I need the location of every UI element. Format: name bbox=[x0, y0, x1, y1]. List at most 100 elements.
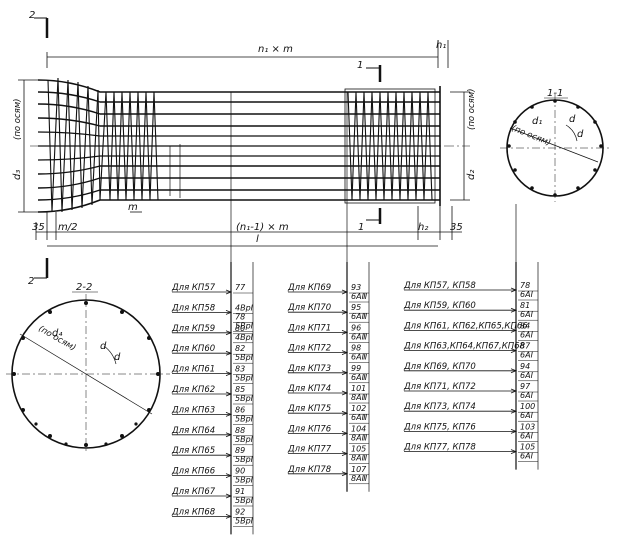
column3-label: Для КП77, КП78 bbox=[403, 443, 476, 453]
column1-value: 90 bbox=[235, 467, 245, 476]
column3-label: Для КП75, КП76 bbox=[403, 422, 476, 432]
column1-value: 88 bbox=[235, 426, 245, 435]
column1-value: 5ВрI bbox=[235, 374, 254, 383]
column2-arrow bbox=[341, 471, 349, 477]
spiral-left bbox=[47, 77, 159, 213]
column3-label: Для КП63,КП64,КП67,КП68 bbox=[403, 342, 526, 352]
dim-d2: d₂ bbox=[466, 170, 477, 180]
column2-arrow bbox=[341, 330, 349, 335]
column2-value: 6АⅢ bbox=[351, 312, 368, 321]
column3-arrow bbox=[510, 449, 518, 454]
column1-label: Для КП62 bbox=[171, 385, 215, 395]
dim-d2-note: (по осям) bbox=[467, 89, 477, 131]
section-2-2: 2-2 d₄ (по осям) d d bbox=[6, 282, 170, 454]
column1-arrow bbox=[225, 330, 233, 336]
column2-label: Для КП73 bbox=[287, 364, 331, 374]
column2-arrow bbox=[341, 451, 349, 456]
cage-elevation: 2 n₁ × m h₁ 1 bbox=[12, 10, 517, 287]
column3-arrow bbox=[510, 408, 518, 414]
column2-value: 8АⅢ bbox=[351, 433, 368, 442]
column2-value: 95 bbox=[351, 303, 361, 312]
column1-arrow bbox=[225, 452, 233, 458]
column3-value: 6АI bbox=[520, 452, 534, 461]
column2-arrow bbox=[341, 431, 349, 436]
column2-arrow bbox=[341, 370, 349, 376]
column1-value: 5ВрI bbox=[235, 321, 254, 330]
column2-arrow bbox=[341, 289, 349, 295]
column1-label: Для КП66 bbox=[171, 467, 216, 477]
column3-arrow bbox=[510, 328, 518, 333]
column1-arrow bbox=[225, 493, 233, 499]
column2-label: Для КП69 bbox=[287, 283, 331, 293]
column3-arrow bbox=[510, 368, 518, 374]
column3-value: 6АI bbox=[520, 391, 534, 400]
section-2-2-d-label: d bbox=[100, 341, 107, 352]
column1-value: 78 bbox=[235, 312, 245, 321]
column1-value: 86 bbox=[235, 405, 245, 414]
column1-value: 5ВрI bbox=[235, 414, 254, 423]
section-1-1-note: (по осям) bbox=[510, 124, 552, 149]
column2-value: 93 bbox=[351, 283, 361, 292]
column3-value: 6АI bbox=[520, 411, 534, 420]
column3-value: 6АI bbox=[520, 351, 534, 360]
column2-value: 105 bbox=[351, 445, 366, 454]
column1-value: 4ВрI bbox=[235, 333, 254, 342]
column2-label: Для КП77 bbox=[287, 445, 332, 455]
column2-value: 98 bbox=[351, 344, 361, 353]
column2-value: 96 bbox=[351, 323, 361, 332]
dim-d3: d₃ bbox=[12, 170, 23, 180]
column2-value: 107 bbox=[351, 465, 367, 474]
column1-value: 92 bbox=[235, 507, 245, 516]
dim-d3-note: (по осям) bbox=[13, 99, 23, 141]
column3-label: Для КП61, КП62,КП65,КП66 bbox=[403, 321, 528, 331]
column1-label: Для КП68 bbox=[171, 507, 216, 517]
column1-label: Для КП65 bbox=[171, 446, 215, 456]
dim-35-left: 35 bbox=[32, 222, 45, 233]
column1-value: 5ВрI bbox=[235, 516, 254, 525]
column2-value: 6АⅢ bbox=[351, 413, 368, 422]
column1-value: 5ВрI bbox=[235, 435, 254, 444]
column2-value: 6АⅢ bbox=[351, 332, 368, 341]
section-2-2-title: 2-2 bbox=[76, 282, 92, 293]
column2-value: 101 bbox=[351, 384, 366, 393]
section-1-1: 1-1 d₁ (по осям) d d bbox=[500, 88, 610, 202]
column3-value: 6АI bbox=[520, 431, 534, 440]
column2-label: Для КП71 bbox=[287, 323, 331, 333]
section-1-1-d1: d₁ bbox=[532, 116, 542, 127]
dim-h1: h₁ bbox=[436, 40, 446, 51]
section-2-2-bars bbox=[12, 301, 160, 447]
column3-value: 94 bbox=[520, 362, 530, 371]
column1-arrow bbox=[225, 310, 233, 315]
column3-arrow bbox=[510, 388, 518, 394]
column2-value: 6АⅢ bbox=[351, 353, 368, 362]
column1-label: Для КП63 bbox=[171, 405, 215, 415]
section-1-1-title: 1-1 bbox=[547, 88, 563, 99]
column3-value: 105 bbox=[520, 443, 535, 452]
dim-n1m1: (n₁-1) × m bbox=[236, 222, 289, 233]
column1-arrow bbox=[225, 289, 233, 295]
section-2-2-d-label-2: d bbox=[114, 352, 121, 363]
column3-value: 6АI bbox=[520, 290, 534, 299]
column3-label: Для КП71, КП72 bbox=[403, 382, 476, 392]
column1-arrow bbox=[225, 391, 233, 397]
dim-n1m: n₁ × m bbox=[258, 44, 293, 55]
column2-label: Для КП70 bbox=[287, 303, 331, 313]
column3-label: Для КП73, КП74 bbox=[403, 402, 476, 412]
column1-label: Для КП57 bbox=[171, 283, 216, 293]
column1-value: 4ВрI bbox=[235, 303, 254, 312]
column1-value: 5ВрI bbox=[235, 496, 254, 505]
column3-value: 97 bbox=[520, 382, 531, 391]
column1-arrow bbox=[225, 412, 233, 417]
column2-value: 8АⅢ bbox=[351, 454, 368, 463]
section-1-1-d-label-2: d bbox=[577, 129, 584, 140]
column3-value: 84 bbox=[520, 321, 530, 330]
column1-arrow bbox=[225, 350, 233, 356]
column2-value: 8АⅢ bbox=[351, 393, 368, 402]
section-1-1-d-label: d bbox=[569, 114, 576, 125]
column1-arrow bbox=[225, 371, 233, 376]
dim-m: m bbox=[128, 202, 138, 213]
column2-label: Для КП74 bbox=[287, 384, 331, 394]
column3-label: Для КП57, КП58 bbox=[403, 281, 476, 291]
dim-m-half: m/2 bbox=[58, 222, 77, 233]
